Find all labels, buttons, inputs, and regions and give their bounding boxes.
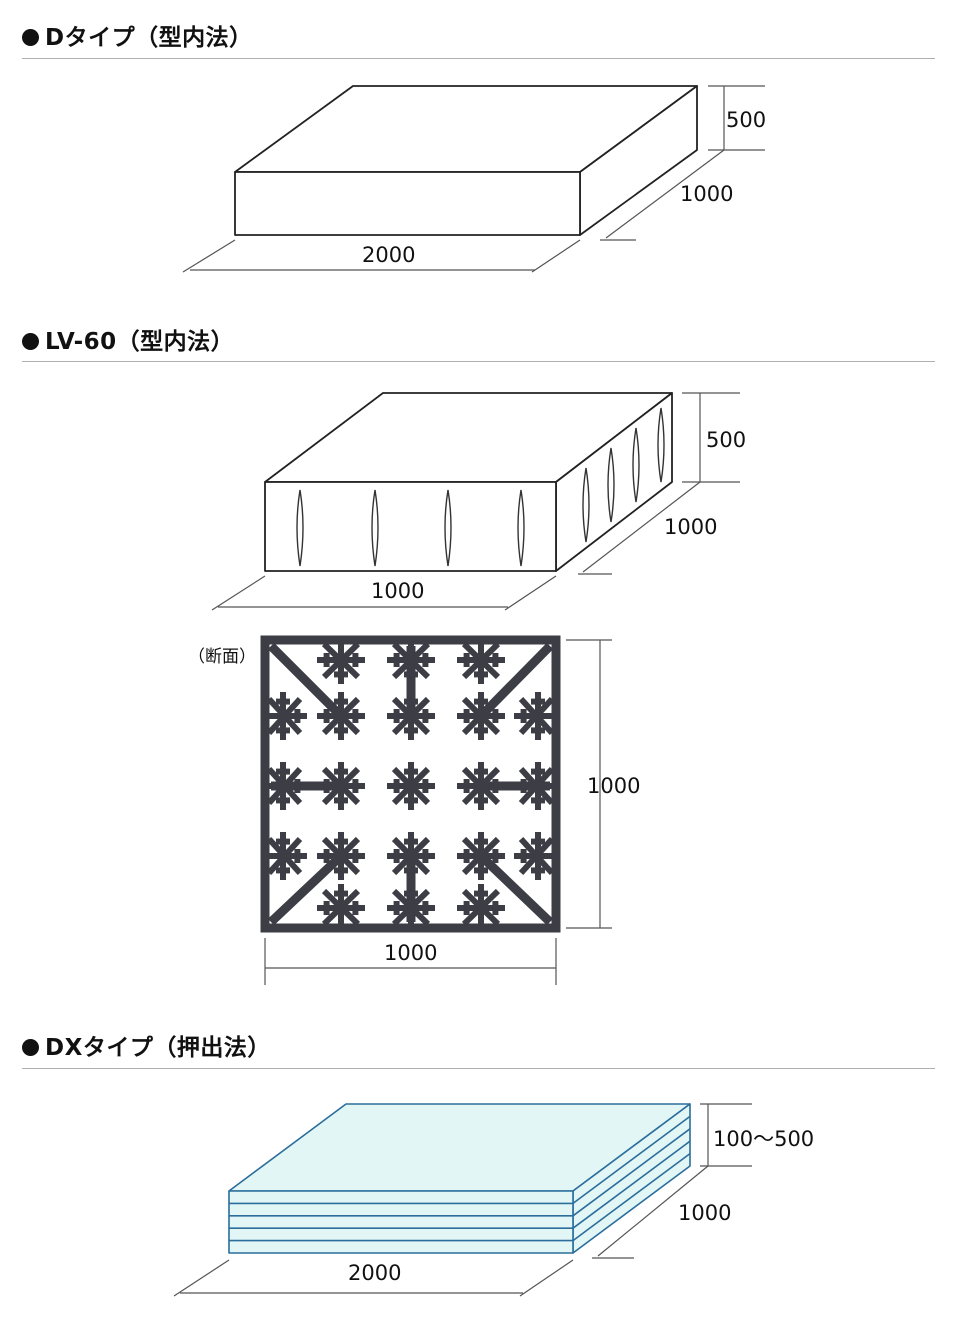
lv60-dimension-lines	[211, 392, 740, 611]
star-spoke	[321, 888, 361, 927]
star-spoke	[518, 837, 555, 875]
d-type-width-label: 2000	[362, 243, 415, 267]
star-spoke	[518, 767, 555, 805]
star-spoke	[391, 836, 431, 876]
dx-type-layer-lines	[229, 1115, 691, 1242]
section-title-text: DXタイプ（押出法）	[45, 1035, 271, 1061]
section-title-text: Dタイプ（型内法）	[45, 25, 253, 51]
section-title-lv60: LV-60（型内法）	[22, 322, 234, 356]
star-spoke	[391, 696, 431, 736]
star-spoke	[266, 767, 303, 805]
lv60-depth-label: 1000	[664, 515, 717, 539]
dx-layer-line	[572, 1140, 691, 1229]
dx-layer-line	[572, 1115, 691, 1205]
star-spoke	[461, 696, 501, 736]
dx-type-front-face	[228, 1190, 574, 1254]
vent-slot	[657, 407, 665, 483]
lv60-vent-slots	[296, 407, 665, 567]
d-type-depth-label: 1000	[680, 182, 733, 206]
dx-layer-line	[572, 1128, 691, 1217]
star-spoke	[266, 697, 303, 735]
cross-section-stars	[266, 641, 555, 927]
star-spoke	[321, 766, 361, 806]
cross-section-width-label: 1000	[384, 941, 437, 965]
cross-section-dimension-lines	[264, 639, 612, 985]
bullet-icon	[22, 1039, 39, 1056]
divider	[22, 1068, 935, 1069]
star-spoke	[461, 641, 501, 680]
star-spoke	[266, 837, 303, 875]
vent-slot	[296, 489, 304, 567]
dx-type-dimension-lines	[173, 1103, 752, 1297]
vent-slot	[517, 489, 525, 567]
d-type-height-label: 500	[726, 108, 766, 132]
star-spoke	[461, 836, 501, 876]
star-spoke	[461, 766, 501, 806]
dx-layer-line	[572, 1152, 691, 1242]
divider	[22, 58, 935, 59]
divider	[22, 361, 935, 362]
lv60-front-face	[264, 481, 557, 572]
star-spoke	[391, 888, 431, 927]
dx-type-depth-label: 1000	[678, 1201, 731, 1225]
star-spoke	[321, 696, 361, 736]
d-type-block	[234, 85, 698, 236]
d-type-dimension-lines	[182, 85, 765, 273]
dx-type-height-label: 100～500	[713, 1127, 814, 1151]
cross-section-label: （断面）	[188, 647, 256, 667]
section-title-d-type: Dタイプ（型内法）	[22, 18, 253, 52]
cross-section-grid	[260, 635, 561, 933]
star-spoke	[391, 766, 431, 806]
lv60-height-label: 500	[706, 428, 746, 452]
vent-slot	[444, 489, 452, 567]
star-spoke	[518, 697, 555, 735]
star-spoke	[391, 641, 431, 680]
lv60-width-label: 1000	[371, 579, 424, 603]
dx-type-block	[228, 1103, 691, 1254]
d-type-front-face	[234, 171, 581, 236]
section-title-dx-type: DXタイプ（押出法）	[22, 1028, 271, 1062]
star-spoke	[321, 641, 361, 680]
cross-section-height-label: 1000	[587, 774, 640, 798]
bullet-icon	[22, 333, 39, 350]
vent-slot	[582, 467, 590, 543]
vent-slot	[607, 447, 615, 523]
vent-slot	[371, 489, 379, 567]
section-title-text: LV-60（型内法）	[45, 329, 235, 355]
vent-slot	[632, 427, 640, 503]
star-spoke	[321, 836, 361, 876]
dx-type-width-label: 2000	[348, 1261, 401, 1285]
star-spoke	[461, 888, 501, 927]
bullet-icon	[22, 29, 39, 46]
